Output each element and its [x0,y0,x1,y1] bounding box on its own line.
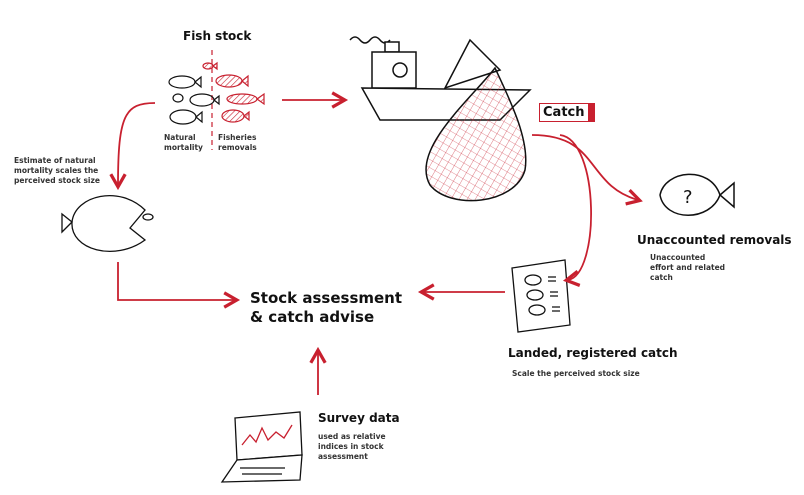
catch-label: Catch [539,103,595,122]
arrow-stock-to-predator [109,102,156,191]
natural-mortality-label: Natural mortality [164,133,203,152]
arrow-predator-to-assessment [117,262,241,309]
landed-catch-note: Scale the perceived stock size [512,369,640,378]
unaccounted-removals-note: Unaccounted effort and related catch [650,253,726,282]
stock-assessment-title-2: & catch advise [250,308,375,326]
survey-data-note: used as relative indices in stock assess… [318,432,386,461]
laptop-chart-icon [220,411,303,483]
catch-net-icon [425,66,527,202]
fish-stock-title: Fish stock [183,29,252,43]
predator-fish-icon [61,195,154,253]
logbook-icon [511,259,571,333]
survey-data-title: Survey data [318,411,400,425]
unaccounted-removals-title: Unaccounted removals [637,233,792,247]
question-fish-icon: ? [659,173,735,216]
landed-catch-title: Landed, registered catch [508,346,678,360]
arrow-catch-to-landed [559,134,592,287]
fisheries-removals-label: Fisheries removals [218,133,257,152]
fish-stock-icon [168,50,265,150]
stock-assessment-title-1: Stock assessment [250,289,403,307]
natural-mortality-note: Estimate of natural mortality scales the… [14,156,100,185]
arrow-catch-to-unaccounted [531,134,643,206]
svg-text:?: ? [683,187,693,208]
flow-arrows [109,91,643,395]
